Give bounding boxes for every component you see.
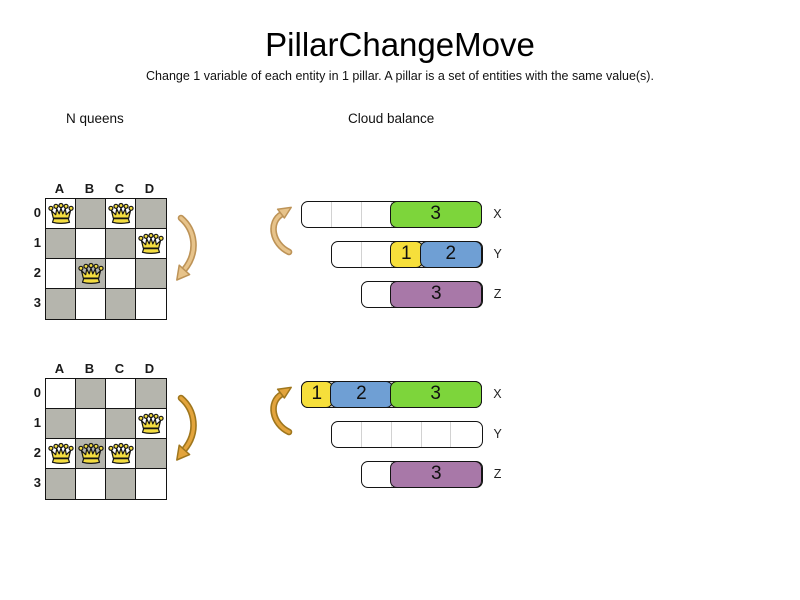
board-cell-A3	[46, 469, 76, 499]
board-row-label: 0	[33, 385, 41, 400]
computer-label-X: X	[493, 207, 502, 221]
board-move-arrow	[168, 392, 204, 471]
board-column-label: D	[144, 361, 156, 376]
section-label-cloud-balance: Cloud balance	[348, 111, 435, 126]
board-cell-D2	[136, 259, 166, 289]
board-column-label: A	[54, 361, 66, 376]
board-cell-C2	[106, 439, 136, 469]
board-cell-B1	[76, 409, 106, 439]
cloud-computer-after-Z: 3	[361, 460, 483, 488]
process-block-3: 3	[390, 280, 483, 308]
board-cell-B3	[76, 289, 106, 319]
cloud-computer-before-Z: 3	[361, 280, 483, 308]
board-grid	[45, 378, 167, 500]
cloud-move-arrow	[264, 206, 300, 263]
board-column-label: D	[144, 181, 156, 196]
board-cell-A2	[46, 439, 76, 469]
process-block-3: 3	[389, 380, 482, 408]
board-column-label: B	[84, 181, 96, 196]
queen-icon	[107, 202, 134, 224]
board-cell-D0	[136, 379, 166, 409]
computer-label-Z: Z	[493, 467, 502, 481]
cloud-computer-before-X: 3	[301, 200, 483, 228]
move-up-arrow-icon	[270, 206, 293, 256]
board-row-label: 3	[33, 475, 41, 490]
nqueens-board-before: A B C D 0 1 2 3	[26, 182, 190, 324]
cloud-move-arrow	[264, 386, 300, 443]
board-column-label: C	[114, 361, 126, 376]
board-cell-A1	[46, 229, 76, 259]
board-cell-C1	[106, 409, 136, 439]
board-cell-D3	[136, 289, 166, 319]
queen-icon	[47, 442, 74, 464]
board-cell-B2	[76, 439, 106, 469]
unit-divider	[450, 422, 452, 447]
computer-label-Z: Z	[493, 287, 502, 301]
computer-label-Y: Y	[493, 247, 502, 261]
board-cell-D1	[136, 229, 166, 259]
process-block-3: 3	[389, 200, 482, 228]
board-cell-A0	[46, 199, 76, 229]
queen-icon	[107, 442, 134, 464]
computer-label-Y: Y	[493, 427, 502, 441]
board-cell-D3	[136, 469, 166, 499]
unit-divider	[361, 422, 363, 447]
unit-divider	[390, 422, 392, 447]
board-row-label: 2	[33, 445, 41, 460]
process-block-1: 1	[300, 380, 334, 408]
board-cell-C2	[106, 259, 136, 289]
page-subtitle: Change 1 variable of each entity in 1 pi…	[146, 69, 654, 83]
nqueens-board-after: A B C D 0 1 2 3	[26, 362, 190, 504]
unit-divider	[331, 202, 333, 227]
board-cell-D1	[136, 409, 166, 439]
board-row-label: 2	[33, 265, 41, 280]
unit-divider	[360, 202, 362, 227]
queen-icon	[77, 442, 104, 464]
board-cell-B0	[76, 379, 106, 409]
move-down-arrow-icon	[176, 394, 197, 461]
board-grid	[45, 198, 167, 320]
process-block-2: 2	[330, 380, 393, 408]
board-cell-C3	[106, 289, 136, 319]
board-cell-B1	[76, 229, 106, 259]
queen-icon	[138, 412, 164, 434]
process-block-3: 3	[390, 460, 483, 488]
queen-icon	[138, 232, 164, 254]
computer-label-X: X	[493, 387, 502, 401]
board-cell-A2	[46, 259, 76, 289]
board-column-label: A	[54, 181, 66, 196]
board-column-label: B	[84, 361, 96, 376]
board-column-label: C	[114, 181, 126, 196]
board-cell-C0	[106, 199, 136, 229]
board-cell-C3	[106, 469, 136, 499]
queen-icon	[77, 262, 104, 284]
page-title: PillarChangeMove	[265, 26, 535, 63]
process-block-2: 2	[419, 240, 482, 268]
board-row-label: 1	[33, 235, 41, 250]
board-cell-D2	[136, 439, 166, 469]
board-cell-B3	[76, 469, 106, 499]
unit-divider	[420, 422, 422, 447]
board-cell-A0	[46, 379, 76, 409]
board-cell-B2	[76, 259, 106, 289]
section-label-nqueens: N queens	[66, 111, 124, 126]
board-cell-C0	[106, 379, 136, 409]
board-cell-A3	[46, 289, 76, 319]
board-move-arrow	[168, 212, 204, 291]
queen-icon	[47, 202, 74, 224]
cloud-computer-after-Y	[331, 421, 483, 448]
board-row-label: 3	[33, 295, 41, 310]
board-cell-D0	[136, 199, 166, 229]
process-block-1: 1	[389, 240, 423, 268]
move-up-arrow-icon	[270, 386, 293, 436]
move-down-arrow-icon	[176, 214, 197, 281]
board-cell-C1	[106, 229, 136, 259]
board-cell-B0	[76, 199, 106, 229]
board-row-label: 1	[33, 415, 41, 430]
unit-divider	[361, 242, 363, 267]
board-cell-A1	[46, 409, 76, 439]
board-row-label: 0	[33, 205, 41, 220]
